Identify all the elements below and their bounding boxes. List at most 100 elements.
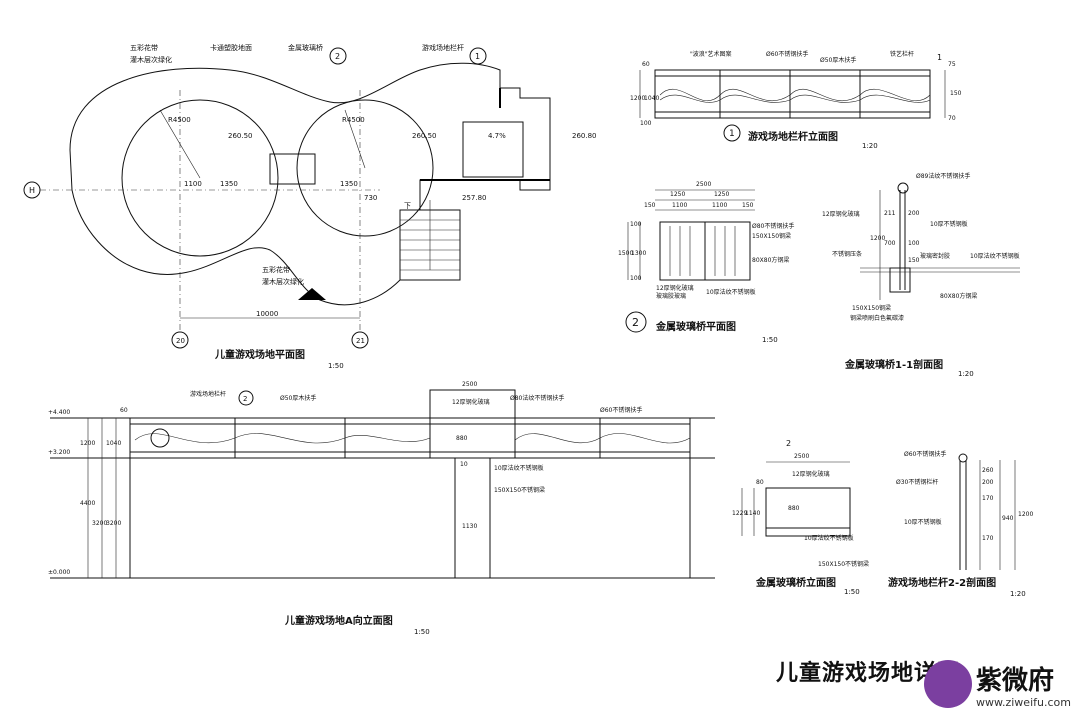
bs-label-paint: 钢梁喷刷白色氟碳漆 (850, 314, 904, 322)
axis-21: 21 (356, 337, 365, 345)
ae-level-4400: +4.400 (48, 409, 70, 416)
ae-dim-60: 60 (120, 407, 128, 414)
be-label-beam: 150X150不锈钢梁 (818, 560, 869, 568)
bp-dim-1100b: 1100 (712, 202, 727, 209)
platform (462, 121, 524, 178)
re-dim-75: 75 (948, 61, 956, 68)
north-arrow-icon (298, 288, 326, 300)
be-sec-top: 2 (786, 439, 791, 448)
ae-dim-880: 880 (456, 435, 468, 442)
re-label-steel: Ø60不锈钢扶手 (766, 50, 808, 58)
ae-label-beam: 150X150不锈钢梁 (494, 486, 545, 494)
dim-1100: 1100 (184, 180, 202, 188)
bs-label-strip: 不锈钢压条 (832, 250, 862, 258)
ae-dim-1130: 1130 (462, 523, 477, 530)
dim-10000: 10000 (256, 310, 278, 318)
rs-label-steel: Ø60不锈钢扶手 (904, 450, 946, 458)
bp-dim-1500: 1500 (618, 250, 633, 257)
bp-label-glass: 12厚钢化玻璃 (656, 284, 694, 292)
bridge-plan: 2500 1250 1250 150 1100 1100 150 1500 13… (618, 181, 794, 344)
ae-scale: 1:50 (414, 628, 430, 636)
re-dim-100: 100 (640, 120, 652, 127)
ae-dim-2500: 2500 (462, 381, 477, 388)
re-dim-1040: 1040 (644, 95, 659, 102)
logo-name: 紫微府 (976, 666, 1055, 696)
be-title: 金属玻璃桥立面图 (755, 576, 836, 589)
bridge-elevation: 2500 80 1229 1140 880 12厚钢化玻璃 10厚法纹不锈钢板 … (732, 439, 869, 596)
bridge-section-1-1: 211 200 700 100 150 1200 Ø89法纹不锈钢扶手 12厚钢… (822, 172, 1020, 378)
ae-label-wood: Ø50厚木扶手 (280, 394, 316, 402)
be-dim-880: 880 (788, 505, 800, 512)
dim-r2: R4500 (342, 116, 365, 124)
ae-dim-3200b: 3200 (106, 520, 121, 527)
glass-bridge-plan (269, 153, 316, 185)
re-section-mark: 1 (937, 53, 942, 62)
bp-scale: 1:50 (762, 336, 778, 344)
dim-730: 730 (364, 194, 377, 202)
rs-scale: 1:20 (1010, 590, 1026, 598)
rs-dim-170b: 170 (982, 535, 994, 542)
bs-dim-100: 100 (908, 240, 920, 247)
ae-label-handrail: Ø80法纹不锈钢扶手 (510, 394, 564, 402)
bp-label-sqbeam: 80X80方钢梁 (752, 256, 789, 264)
bs-label-plate: 10厚不锈钢板 (930, 220, 968, 228)
re-title: 游戏场地栏杆立面图 (748, 130, 838, 143)
re-dim-150: 150 (950, 90, 962, 97)
play-circle-right (296, 99, 434, 237)
label-railing: 游戏场地栏杆 (422, 43, 464, 52)
ae-dim-1200: 1200 (80, 440, 95, 447)
ae-label-steel: Ø60不锈钢扶手 (600, 406, 642, 414)
bs-dim-700: 700 (884, 240, 896, 247)
label-rubber: 卡通塑胶地面 (210, 43, 252, 52)
ae-label-glass: 12厚钢化玻璃 (452, 398, 490, 406)
bs-label-glass: 12厚钢化玻璃 (822, 210, 860, 218)
a-elevation: +4.400 +3.200 ±0.000 60 1200 1040 4400 3… (48, 381, 715, 636)
ae-label-railing: 游戏场地栏杆 (190, 390, 226, 398)
play-circle-left (121, 99, 279, 257)
bs-label-plate2: 10厚法纹不锈钢板 (970, 252, 1020, 260)
ae-level-0: ±0.000 (48, 569, 70, 576)
bs-label-handrail: Ø89法纹不锈钢扶手 (916, 172, 970, 180)
be-label-glass: 12厚钢化玻璃 (792, 470, 830, 478)
stair-down: 下 (404, 202, 411, 210)
be-dim-2500: 2500 (794, 453, 809, 460)
ae-dim-10: 10 (460, 461, 468, 468)
bp-label-plate: 10厚法纹不锈钢板 (706, 288, 756, 296)
bs-label-sq: 80X80方钢梁 (940, 292, 977, 300)
railing-section-2-2: 260 200 170 170 940 1200 Ø60不锈钢扶手 Ø30不锈钢… (888, 450, 1033, 598)
re-dim-70: 70 (948, 115, 956, 122)
ae-dim-1040: 1040 (106, 440, 121, 447)
callout-2: 2 (335, 52, 340, 61)
elev-4: 257.80 (462, 194, 487, 202)
plan-title: 儿童游戏场地平面图 (214, 348, 305, 361)
bp-dim-2500: 2500 (696, 181, 711, 188)
bp-dim-1100a: 1100 (672, 202, 687, 209)
label-planter-top2: 灌木层次绿化 (130, 55, 172, 64)
dim-1350b: 1350 (340, 180, 358, 188)
bp-dim-100b: 100 (630, 275, 642, 282)
bs-dim-211: 211 (884, 210, 896, 217)
bs-scale: 1:20 (958, 370, 974, 378)
axis-20: 20 (176, 337, 185, 345)
elev-2: 260.50 (412, 132, 437, 140)
ae-dim-3200a: 3200 (92, 520, 107, 527)
elev-3: 260.80 (572, 132, 597, 140)
callout-1: 1 (475, 52, 480, 61)
be-dim-1140: 1140 (745, 510, 760, 517)
bp-label-glue: 玻璃胶玻璃 (656, 292, 686, 300)
stair (399, 200, 461, 281)
bs-label-beam: 150X150钢梁 (852, 304, 891, 312)
be-scale: 1:50 (844, 588, 860, 596)
logo-mark-icon (924, 660, 972, 708)
re-scale: 1:20 (862, 142, 878, 150)
bs-label-seal: 玻璃密封胶 (920, 252, 950, 260)
re-num: 1 (729, 129, 735, 139)
be-dim-80: 80 (756, 479, 764, 486)
dim-r1: R4500 (168, 116, 191, 124)
bs-title: 金属玻璃桥1-1剖面图 (844, 358, 943, 371)
re-dim-1200: 1200 (630, 95, 645, 102)
playground-plan: 五彩花带 灌木层次绿化 卡通塑胶地面 金属玻璃桥 游戏场地栏杆 五彩花带 灌木层… (23, 43, 597, 370)
plan-scale: 1:50 (328, 362, 344, 370)
dim-1350a: 1350 (220, 180, 238, 188)
